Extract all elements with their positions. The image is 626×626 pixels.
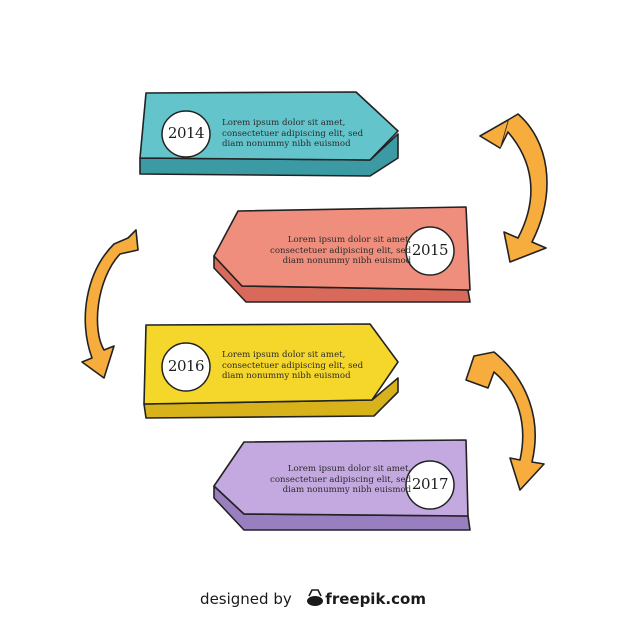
banner-2014-line1: Lorem ipsum dolor sit amet, xyxy=(222,118,346,128)
year-label-2017: 2017 xyxy=(411,475,449,493)
banner-2015-face xyxy=(213,206,471,291)
banner-2016-line2: consectetuer adipiscing elit, sed xyxy=(222,360,364,371)
banner-2017-face xyxy=(213,439,469,517)
curved-arrow-right-lower-icon xyxy=(465,351,545,491)
attribution: designed by freepik.com xyxy=(0,590,626,608)
curved-arrow-left-upper-icon xyxy=(81,229,139,379)
banner-2017-description: Lorem ipsum dolor sit amet, consectetuer… xyxy=(270,464,411,496)
banner-2017 xyxy=(213,439,471,531)
banner-2014-line3: diam nonummy nibh euismod xyxy=(222,139,351,150)
banner-2016-description: Lorem ipsum dolor sit amet, consectetuer… xyxy=(222,350,363,382)
banner-2015 xyxy=(213,206,471,303)
banner-2016-face xyxy=(143,323,399,405)
year-label-2015: 2015 xyxy=(411,241,449,259)
banner-2016-line1: Lorem ipsum dolor sit amet, xyxy=(222,350,346,360)
banner-2015-line1: Lorem ipsum dolor sit amet, xyxy=(287,235,412,245)
banner-2015-line3: diam nonummy nibh euismod xyxy=(282,256,412,267)
banner-2017-line1: Lorem ipsum dolor sit amet, xyxy=(287,464,412,474)
year-badge-2015 xyxy=(405,226,455,276)
banner-2016-line3: diam nonummy nibh euismod xyxy=(222,371,351,382)
year-label-2014: 2014 xyxy=(167,124,205,142)
attribution-brand-link[interactable]: freepik.com xyxy=(325,590,426,608)
banner-2017-line2: consectetuer adipiscing elit, sed xyxy=(270,474,412,485)
banner-2014 xyxy=(139,91,399,177)
banner-2017-line3: diam nonummy nibh euismod xyxy=(282,485,412,496)
year-label-2016: 2016 xyxy=(167,357,205,375)
banner-2014-line2: consectetuer adipiscing elit, sed xyxy=(222,128,364,139)
banner-2014-description: Lorem ipsum dolor sit amet, consectetuer… xyxy=(222,118,363,150)
freepik-logo-icon xyxy=(307,589,323,606)
attribution-prefix: designed by xyxy=(200,590,292,608)
banner-2015-line2: consectetuer adipiscing elit, sed xyxy=(270,245,412,256)
year-badge-2016 xyxy=(161,342,211,392)
banner-2016 xyxy=(143,323,399,419)
banner-2015-description: Lorem ipsum dolor sit amet, consectetuer… xyxy=(270,235,411,267)
year-badge-2014 xyxy=(161,110,211,158)
curved-arrow-right-top-icon xyxy=(479,113,548,263)
year-badge-2017 xyxy=(405,460,455,510)
